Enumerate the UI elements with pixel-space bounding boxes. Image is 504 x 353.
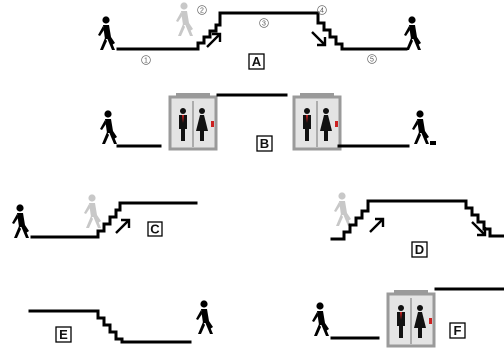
panel-f: F (312, 287, 504, 348)
ghost-walking-person-icon (176, 2, 193, 36)
ghost-walking-person-icon (334, 192, 351, 226)
step-number-3: 3 (259, 18, 269, 28)
panel-label-box-b (256, 135, 273, 152)
walking-person-icon (196, 300, 213, 334)
elevator-icon (168, 91, 218, 151)
step-number-2: 2 (197, 5, 207, 15)
panel-label-box-d (411, 241, 428, 258)
svg-text:4: 4 (320, 8, 324, 15)
panel-label-f: F (454, 323, 462, 338)
walking-person-icon (98, 16, 115, 50)
svg-text:3: 3 (262, 21, 266, 28)
route-path-e (28, 309, 192, 344)
panel-label-a: A (252, 54, 262, 69)
panel-label-e: E (59, 327, 68, 342)
svg-text:1: 1 (144, 58, 148, 65)
elevator-icon (292, 91, 342, 151)
panel-c: C (12, 194, 198, 239)
step-number-1: 1 (141, 55, 151, 65)
svg-text:5: 5 (370, 57, 374, 64)
stairs-arrow-up-icon (368, 217, 385, 234)
panel-e: E (28, 300, 213, 344)
panel-label-box-a (248, 53, 265, 70)
panel-label-c: C (150, 222, 160, 237)
panel-label-box-f (449, 322, 466, 339)
step-number-4: 4 (317, 5, 327, 15)
walking-person-icon (404, 16, 421, 50)
route-path-a (116, 11, 408, 51)
panel-label-d: D (415, 242, 424, 257)
walking-person-icon (312, 302, 329, 336)
panel-a: 1 2 3 4 5 A (98, 2, 421, 70)
panel-d: D (330, 192, 504, 258)
svg-text:2: 2 (200, 8, 204, 15)
stairs-arrow-down-icon (310, 30, 327, 47)
route-path-d (330, 199, 504, 241)
ghost-walking-person-icon (84, 194, 101, 228)
elevator-icon (386, 288, 436, 348)
stairs-arrow-up-icon (114, 218, 131, 235)
person-with-bag-icon (412, 110, 436, 145)
panel-label-b: B (260, 136, 269, 151)
walking-person-icon (100, 110, 117, 144)
panel-label-box-e (55, 326, 72, 343)
panel-label-box-c (147, 221, 163, 237)
panel-b: B (100, 91, 436, 152)
route-path-c (30, 201, 198, 239)
step-number-5: 5 (367, 54, 377, 64)
walking-person-icon (12, 204, 29, 238)
